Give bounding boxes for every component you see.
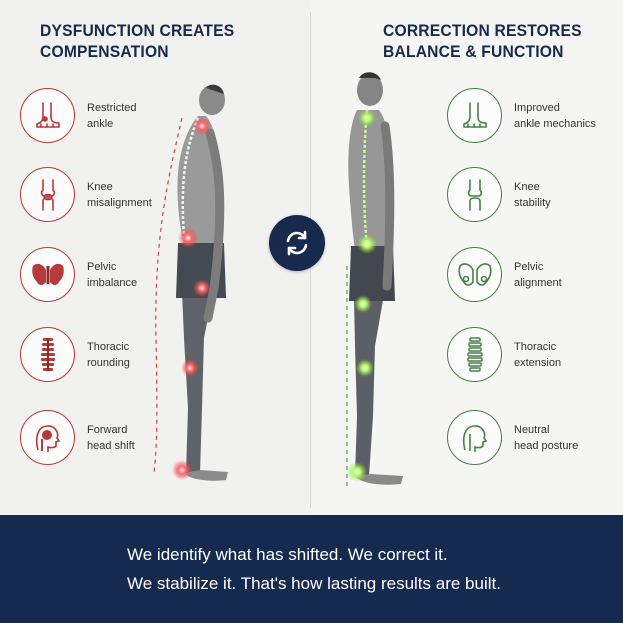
footer-banner [0,515,623,623]
ankle-icon [447,88,502,143]
spine-icon [20,327,75,382]
list-item-head: Forward head shift [20,410,197,465]
head-icon [20,410,75,465]
ankle-icon [20,88,75,143]
list-item-label: Thoracic rounding [87,340,130,369]
slouched-figure [153,84,228,481]
dysfunction-heading: DYSFUNCTION CREATES COMPENSATION [40,21,235,61]
knee-icon [20,167,75,222]
swap-arrows-icon [269,215,325,271]
list-item-label: Knee stability [514,180,551,209]
footer-text-line2: We stabilize it. That's how lasting resu… [127,574,501,593]
head-icon [447,410,502,465]
list-item-label: Forward head shift [87,423,135,452]
list-item-ankle: Restricted ankle [20,88,197,143]
list-item-label: Knee misalignment [87,180,152,209]
list-item-label: Restricted ankle [87,101,137,130]
pelvis-icon [20,247,75,302]
list-item-knee: Knee stability [447,167,623,222]
list-item-spine: Thoracic extension [447,327,623,382]
footer-text-line1: We identify what has shifted. We correct… [127,545,448,564]
list-item-knee: Knee misalignment [20,167,197,222]
knee-icon [447,167,502,222]
list-item-label: Thoracic extension [514,340,562,369]
pelvis-icon [447,247,502,302]
list-item-pelvis: Pelvic alignment [447,247,623,302]
list-item-ankle: Improved ankle mechanics [447,88,623,143]
list-item-pelvis: Pelvic imbalance [20,247,197,302]
list-item-label: Improved ankle mechanics [514,101,596,130]
list-item-label: Pelvic imbalance [87,260,138,289]
correction-heading: CORRECTION RESTORES BALANCE & FUNCTION [383,21,582,61]
upright-figure [346,72,403,486]
spine-icon [447,327,502,382]
list-item-head: Neutral head posture [447,410,623,465]
list-item-label: Neutral head posture [514,423,579,452]
list-item-spine: Thoracic rounding [20,327,197,382]
list-item-label: Pelvic alignment [514,260,562,289]
